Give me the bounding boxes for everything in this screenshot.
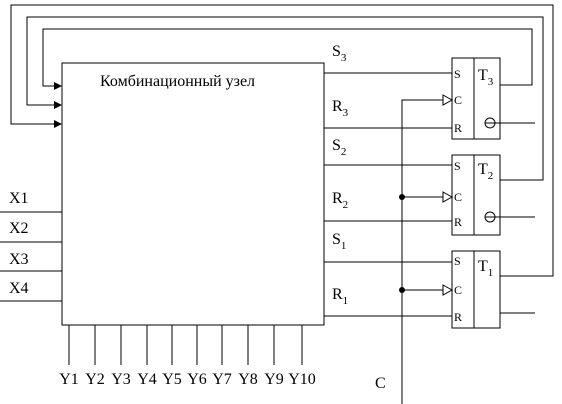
trigger-t3-body <box>451 57 501 140</box>
trigger-t3-pin-s: S <box>454 67 461 81</box>
feedback-arrow-t3 <box>54 82 62 90</box>
trigger-t1-clock-arrow <box>442 284 454 296</box>
trigger-t1-pin-s: S <box>454 254 461 268</box>
trigger-t2-pin-c: C <box>454 190 462 204</box>
trigger-t1-body <box>451 250 501 329</box>
output-label-y7: Y7 <box>212 371 232 388</box>
trigger-t2-pin-r: R <box>454 215 462 229</box>
output-label-y1: Y1 <box>59 371 79 388</box>
trigger-t1-label: T1 <box>478 258 493 279</box>
input-label-x4: X4 <box>9 280 29 297</box>
clock-label: C <box>375 375 386 392</box>
feedback-line-t2 <box>26 16 544 181</box>
trigger-t2-pin-s: S <box>454 159 461 173</box>
combinational-block <box>61 62 325 326</box>
output-label-y6: Y6 <box>187 371 207 388</box>
signal-label-r1: R1 <box>332 286 348 307</box>
signal-label-r2: R2 <box>332 190 348 211</box>
output-label-y3: Y3 <box>111 371 131 388</box>
clock-junction-t1 <box>399 287 405 293</box>
input-label-x2: X2 <box>9 220 29 237</box>
signal-label-s3: S3 <box>332 43 347 64</box>
signal-label-s2: S2 <box>332 137 346 158</box>
trigger-t3-pin-r: R <box>454 121 462 135</box>
trigger-t1-pin-c: C <box>454 283 462 297</box>
signal-label-s1: S1 <box>332 231 346 252</box>
trigger-t3-label: T3 <box>478 67 494 88</box>
output-label-y10: Y10 <box>288 371 316 388</box>
output-label-y8: Y8 <box>238 371 258 388</box>
clock-line <box>401 99 443 404</box>
feedback-line-t3 <box>42 28 533 87</box>
clock-junction-t2 <box>399 194 405 200</box>
input-label-x3: X3 <box>9 251 29 268</box>
feedback-arrow-t2 <box>54 101 62 109</box>
trigger-t1-pin-r: R <box>454 310 462 324</box>
trigger-t3: S C R T3 <box>442 57 535 140</box>
trigger-t3-pin-c: C <box>454 93 462 107</box>
feedback-arrow-t1 <box>54 120 62 128</box>
input-label-x1: X1 <box>9 190 29 207</box>
trigger-t1: S C R T1 <box>442 250 535 329</box>
signal-label-r3: R3 <box>332 98 349 119</box>
feedback-line-t1 <box>10 4 554 277</box>
trigger-t2-label: T2 <box>478 161 493 182</box>
output-label-y2: Y2 <box>85 371 105 388</box>
combinational-block-title: Комбинационный узел <box>100 73 255 90</box>
output-label-y9: Y9 <box>264 371 284 388</box>
output-label-y4: Y4 <box>137 371 157 388</box>
trigger-t2-clock-arrow <box>442 191 454 203</box>
trigger-t2: S C R T2 <box>442 154 535 236</box>
trigger-t3-clock-arrow <box>442 94 454 106</box>
output-label-y5: Y5 <box>162 371 182 388</box>
